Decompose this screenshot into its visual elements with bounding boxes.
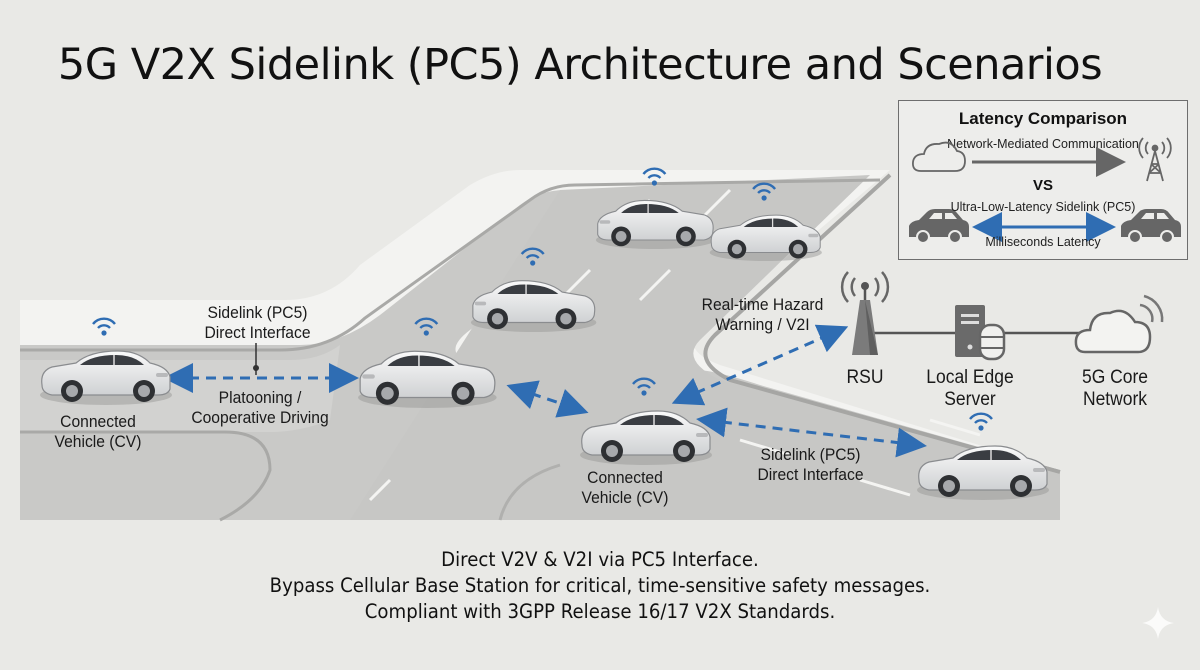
caption-line-2: Bypass Cellular Base Station for critica… — [269, 574, 931, 597]
car-center-cv — [580, 410, 712, 465]
caption-line-3: Compliant with 3GPP Release 16/17 V2X St… — [364, 600, 836, 623]
wifi-signal-icon — [752, 182, 777, 201]
car-upper-right — [709, 214, 822, 261]
network-mediated-label: Network-Mediated Communication — [947, 137, 1139, 151]
center-vehicle-label-line1: Connected — [587, 468, 663, 487]
car-right — [917, 445, 1049, 500]
caption-line-1: Direct V2V & V2I via PC5 Interface. — [441, 548, 759, 571]
v2i-hazard-link — [671, 324, 849, 406]
platooning-label: Platooning / Cooperative Driving — [186, 388, 333, 428]
curb-left-lower — [20, 430, 272, 522]
car-platoon — [358, 350, 497, 408]
wifi-signal-icon — [632, 377, 656, 396]
wifi-signal-icon — [969, 412, 993, 431]
right-sidelink-label-line1: Sidelink (PC5) — [760, 445, 861, 464]
car-right-icon — [1121, 209, 1181, 244]
core-network-label-line1: 5G Core — [1081, 367, 1149, 388]
center-vehicle-label-line2: Vehicle (CV) — [581, 488, 669, 507]
right-sidelink-label: Sidelink (PC5) Direct Interface — [744, 445, 877, 485]
right-sidelink-link — [696, 407, 927, 458]
v2v-diagonal-link — [506, 380, 589, 418]
edge-server-label: Local Edge Server — [919, 367, 1020, 411]
platooning-label-line1: Platooning / — [218, 388, 302, 407]
left-vehicle-label: Connected Vehicle (CV) — [43, 412, 153, 452]
wifi-signal-icon — [642, 167, 667, 186]
milliseconds-latency-label: Milliseconds Latency — [985, 235, 1101, 249]
latency-comparison-panel: Latency Comparison Network-Mediated Comm… — [898, 100, 1188, 260]
edge-server-label-line2: Server — [944, 389, 996, 410]
edge-server-label-line1: Local Edge — [926, 367, 1014, 388]
cloud-icon — [912, 141, 966, 172]
vs-label: VS — [1032, 177, 1053, 194]
wifi-signal-icon — [520, 247, 545, 266]
curb-left-upper — [20, 178, 881, 352]
center-vehicle-label: Connected Vehicle (CV) — [570, 468, 680, 508]
cloud-icon — [1074, 294, 1164, 354]
wifi-signal-icon — [414, 317, 439, 336]
rsu-label-line1: RSU — [846, 367, 884, 388]
car-left-cv — [40, 350, 172, 405]
page-title: 5G V2X Sidelink (PC5) Architecture and S… — [57, 40, 1103, 90]
core-network-label: 5G Core Network — [1064, 367, 1165, 411]
curb-center-bottom — [498, 463, 561, 521]
left-vehicle-label-line2: Vehicle (CV) — [54, 432, 142, 451]
left-sidelink-label-line2: Direct Interface — [204, 323, 311, 342]
car-upper-far — [595, 199, 715, 249]
wifi-signal-icon — [92, 317, 116, 336]
sidelink-latency-label: Ultra-Low-Latency Sidelink (PC5) — [950, 200, 1136, 214]
rsu-tower-icon — [840, 271, 890, 355]
caption: Direct V2V & V2I via PC5 Interface. Bypa… — [42, 547, 1158, 625]
sparkle-icon — [1142, 607, 1174, 639]
hazard-warning-label-line2: Warning / V2I — [715, 315, 810, 334]
rsu-label: RSU — [828, 367, 902, 389]
right-sidelink-label-line2: Direct Interface — [757, 465, 864, 484]
car-upper-middle — [470, 280, 597, 332]
hazard-warning-label-line1: Real-time Hazard — [701, 295, 824, 314]
left-sidelink-label: Sidelink (PC5) Direct Interface — [191, 303, 324, 343]
left-vehicle-label-line1: Connected — [60, 412, 136, 431]
platooning-label-line2: Cooperative Driving — [191, 408, 329, 427]
hazard-warning-label: Real-time Hazard Warning / V2I — [696, 295, 829, 335]
latency-graphics — [909, 137, 1181, 244]
left-sidelink-label-line1: Sidelink (PC5) — [207, 303, 308, 322]
car-left-icon — [909, 209, 969, 244]
latency-title: Latency Comparison — [958, 109, 1128, 128]
edge-server-icon — [955, 305, 1006, 361]
core-network-label-line2: Network — [1082, 389, 1148, 410]
cell-tower-icon — [1138, 137, 1172, 182]
